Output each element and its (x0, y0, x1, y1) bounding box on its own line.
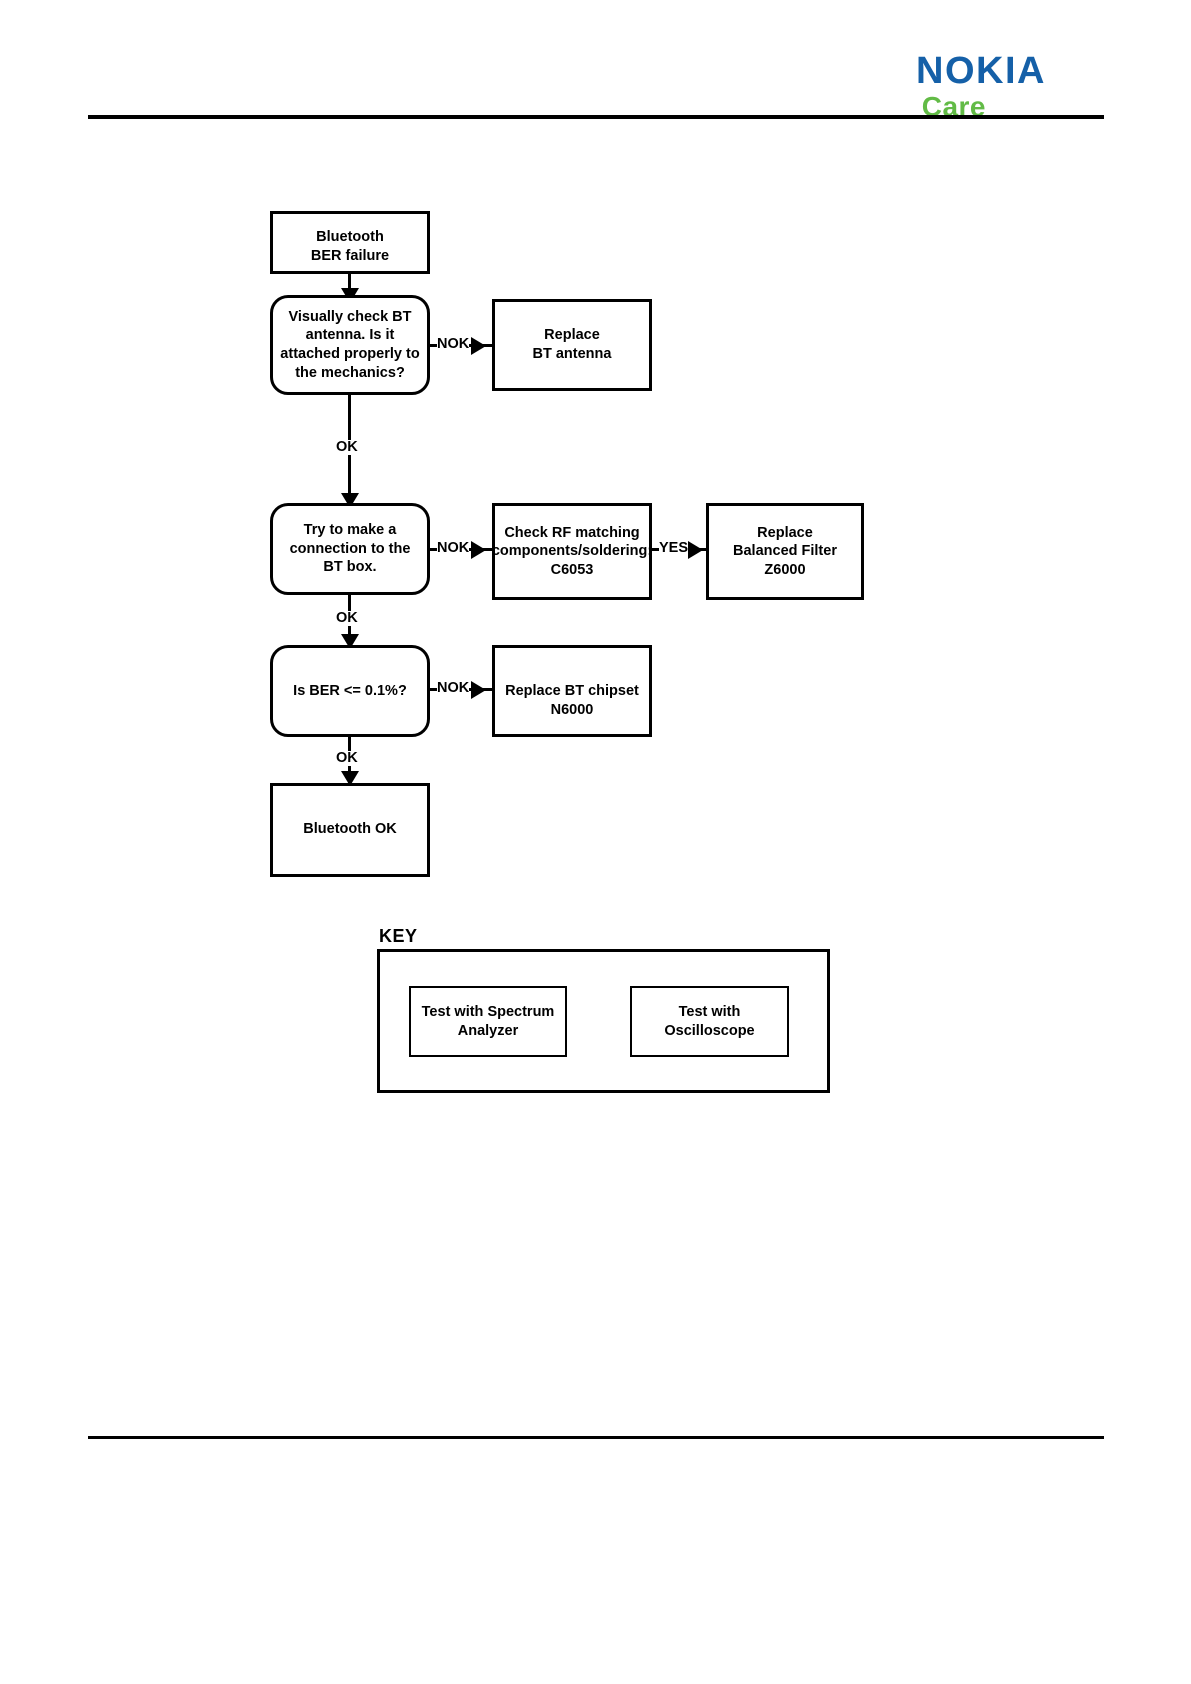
node-is-ber-label: Is BER <= 0.1%? (293, 682, 407, 699)
edge-label-nok-3: NOK (437, 680, 470, 696)
node-try-connection-label: Try to make a connection to the BT box. (289, 522, 411, 576)
node-check-rf-matching: Check RF matching components/soldering: … (492, 503, 652, 600)
node-is-ber: Is BER <= 0.1%? (270, 645, 430, 737)
node-check-rf-matching-label: Check RF matching components/soldering: … (491, 524, 653, 578)
node-bluetooth-ber-failure-label: Bluetooth BER failure (310, 229, 390, 264)
header-rule (88, 115, 1104, 119)
edge-label-nok-1: NOK (437, 336, 470, 352)
edge-label-ok-1: OK (336, 439, 358, 455)
logo-nokia-text: NOKIA (916, 50, 1046, 92)
nokia-care-logo: NOKIA Care (916, 52, 1046, 121)
edge-label-ok-2: OK (336, 610, 358, 626)
footer-rule (88, 1436, 1104, 1439)
key-item-spectrum-analyzer: Test with Spectrum Analyzer (409, 986, 567, 1057)
node-replace-balanced-filter: Replace Balanced Filter Z6000 (706, 503, 864, 600)
node-bluetooth-ok: Bluetooth OK (270, 783, 430, 877)
key-item-spectrum-analyzer-label: Test with Spectrum Analyzer (421, 1003, 555, 1039)
node-bluetooth-ber-failure: Bluetooth BER failure (270, 211, 430, 274)
node-bluetooth-ok-label: Bluetooth OK (303, 821, 397, 837)
key-title: KEY (379, 926, 418, 946)
node-visually-check-bt-antenna-label: Visually check BT antenna. Is it attache… (280, 308, 420, 381)
arrowhead-checkrf-to-filter (688, 541, 703, 559)
edge-label-ok-3: OK (336, 750, 358, 766)
arrowhead-ber-to-ok (341, 771, 359, 786)
edge-label-nok-2: NOK (437, 540, 470, 556)
edge-label-yes-1: YES (659, 540, 689, 556)
node-visually-check-bt-antenna: Visually check BT antenna. Is it attache… (270, 295, 430, 395)
key-item-oscilloscope: Test with Oscilloscope (630, 986, 789, 1057)
node-replace-bt-chipset-label: Replace BT chipset N6000 (505, 683, 639, 718)
node-replace-bt-antenna: Replace BT antenna (492, 299, 652, 391)
arrowhead-check-to-replace-antenna (471, 337, 486, 355)
arrowhead-ber-to-chipset (471, 681, 486, 699)
node-replace-balanced-filter-label: Replace Balanced Filter Z6000 (733, 524, 837, 578)
node-replace-bt-antenna-label: Replace BT antenna (532, 327, 612, 362)
node-try-connection: Try to make a connection to the BT box. (270, 503, 430, 595)
key-item-oscilloscope-label: Test with Oscilloscope (664, 1003, 755, 1039)
arrowhead-try-to-checkrf (471, 541, 486, 559)
node-replace-bt-chipset: Replace BT chipset N6000 (492, 645, 652, 737)
